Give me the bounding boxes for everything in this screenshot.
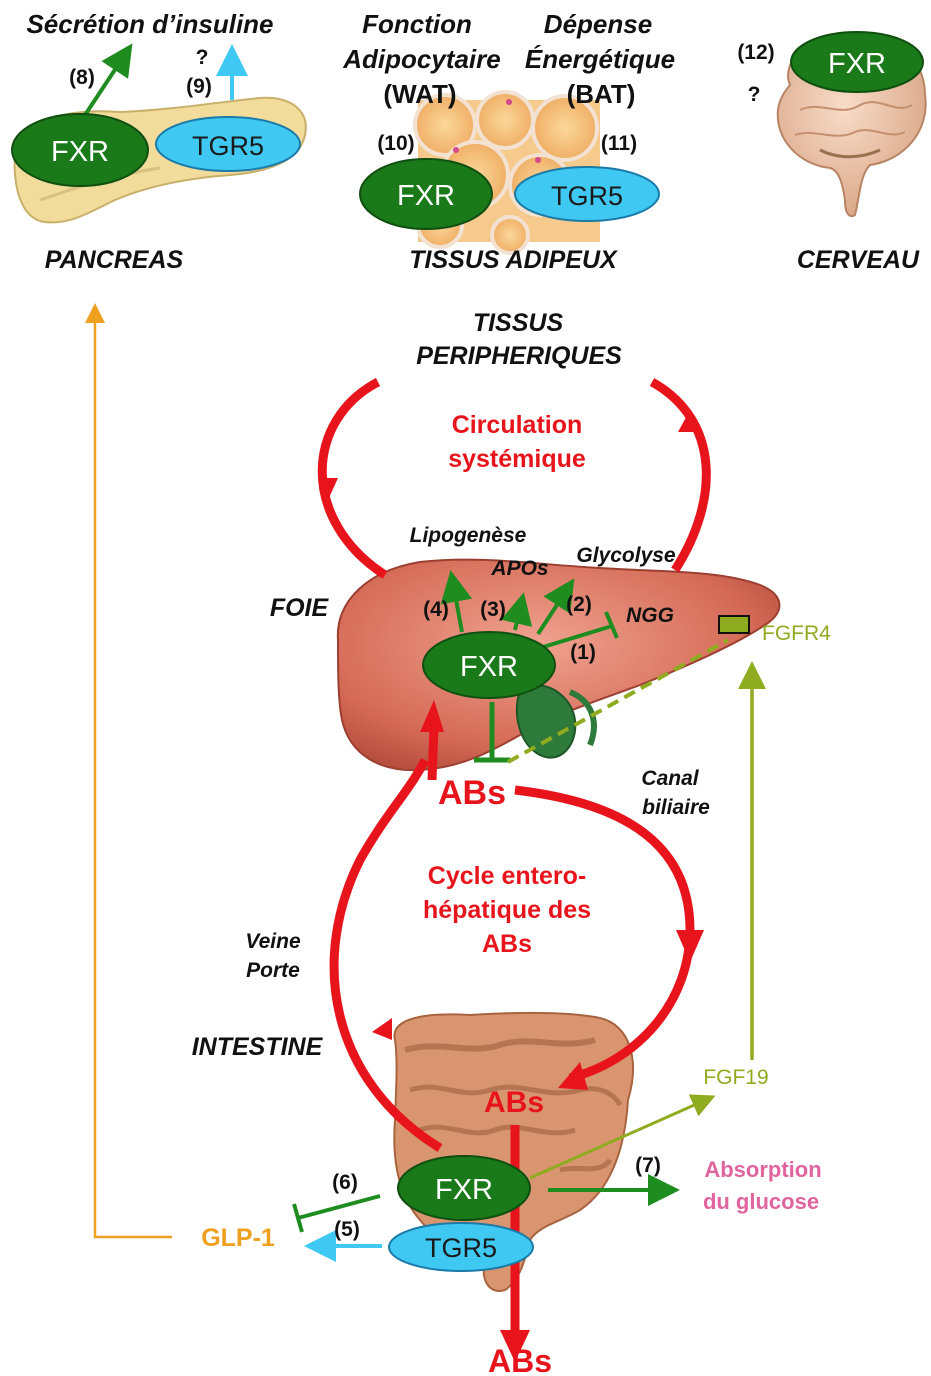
glp1-label: GLP-1 bbox=[201, 1224, 275, 1252]
bile-duct-label-line2: biliaire bbox=[642, 796, 710, 819]
glp1-to-pancreas bbox=[95, 308, 172, 1237]
peripheral-label-line1: TISSUS bbox=[473, 309, 564, 337]
intestine-label: INTESTINE bbox=[192, 1033, 324, 1061]
abs-excretion-label: ABs bbox=[488, 1343, 552, 1376]
adipose-fxr: FXR bbox=[360, 159, 492, 229]
num-8: (8) bbox=[69, 66, 95, 89]
num-4: (4) bbox=[423, 598, 449, 621]
svg-text:FXR: FXR bbox=[397, 180, 455, 212]
bat-title-line1: Dépense bbox=[544, 9, 652, 39]
num-11: (11) bbox=[601, 132, 637, 155]
intestine-tgr5: TGR5 bbox=[389, 1223, 533, 1271]
liver-fxr: FXR bbox=[423, 632, 555, 698]
glucose-absorption-line2: du glucose bbox=[703, 1189, 819, 1214]
pancreas-tgr5: TGR5 bbox=[156, 117, 300, 171]
liver-illustration bbox=[338, 560, 780, 771]
enterohepatic-arrowhead-down bbox=[676, 930, 704, 962]
num-12: (12) bbox=[737, 41, 774, 64]
entero-label-line3: ABs bbox=[482, 930, 532, 958]
abs-liver-label: ABs bbox=[438, 774, 506, 812]
entero-label-line2: hépatique des bbox=[423, 896, 591, 924]
num-3: (3) bbox=[480, 598, 506, 621]
entero-label-line1: Cycle entero- bbox=[428, 862, 586, 890]
systemic-label-line2: systémique bbox=[448, 445, 586, 473]
glucose-absorption-line1: Absorption bbox=[704, 1157, 821, 1182]
bat-title-line2: Énergétique bbox=[525, 44, 675, 74]
systemic-circulation-arc-right bbox=[652, 382, 706, 570]
svg-text:FXR: FXR bbox=[51, 136, 109, 168]
inhibit-6-glp1 bbox=[298, 1196, 380, 1218]
svg-text:FXR: FXR bbox=[435, 1174, 493, 1206]
fgfr4-label: FGFR4 bbox=[762, 622, 831, 645]
adipose-label: TISSUS ADIPEUX bbox=[409, 246, 618, 274]
svg-text:FXR: FXR bbox=[460, 651, 518, 683]
question-12: ? bbox=[748, 83, 761, 106]
num-9: (9) bbox=[186, 75, 212, 98]
fgfr4-receptor bbox=[719, 616, 749, 633]
num-10: (10) bbox=[377, 132, 414, 155]
peripheral-label-line2: PERIPHERIQUES bbox=[416, 342, 622, 370]
insulin-secretion-label: Sécrétion d’insuline bbox=[26, 9, 273, 39]
systemic-label-line1: Circulation bbox=[452, 411, 583, 439]
brain-fxr: FXR bbox=[791, 32, 923, 92]
portal-vein-label-line1: Veine bbox=[245, 930, 301, 953]
portal-vein-label-line2: Porte bbox=[246, 959, 300, 982]
ngg-label: NGG bbox=[626, 604, 674, 627]
num-6: (6) bbox=[332, 1171, 358, 1194]
bile-duct-label-line1: Canal bbox=[641, 767, 699, 790]
wat-title-line3: (WAT) bbox=[383, 79, 456, 109]
svg-text:TGR5: TGR5 bbox=[425, 1233, 497, 1263]
lipogenesis-label: Lipogenèse bbox=[410, 524, 527, 547]
num-2: (2) bbox=[566, 593, 592, 616]
num-5: (5) bbox=[334, 1218, 360, 1241]
question-9: ? bbox=[196, 46, 209, 69]
enterohepatic-arrowhead-portal bbox=[372, 1018, 392, 1040]
abs-intestine-label: ABs bbox=[484, 1086, 544, 1119]
glycolysis-label: Glycolyse bbox=[576, 544, 676, 567]
brain-label: CERVEAU bbox=[797, 246, 920, 274]
svg-text:TGR5: TGR5 bbox=[192, 131, 264, 161]
wat-title-line1: Fonction bbox=[362, 9, 472, 39]
bat-title-line3: (BAT) bbox=[567, 79, 636, 109]
adipose-tgr5: TGR5 bbox=[515, 167, 659, 221]
intestine-fxr: FXR bbox=[398, 1156, 530, 1220]
svg-text:TGR5: TGR5 bbox=[551, 181, 623, 211]
pancreas-fxr: FXR bbox=[12, 114, 148, 186]
liver-entry-red bbox=[432, 728, 434, 780]
svg-text:FXR: FXR bbox=[828, 48, 886, 80]
pancreas-label: PANCREAS bbox=[45, 246, 184, 274]
liver-label: FOIE bbox=[270, 594, 330, 622]
num-7: (7) bbox=[635, 1154, 661, 1177]
fgf19-label: FGF19 bbox=[703, 1066, 768, 1089]
num-1: (1) bbox=[570, 641, 596, 664]
wat-title-line2: Adipocytaire bbox=[342, 44, 501, 74]
apos-label: APOs bbox=[490, 557, 548, 580]
